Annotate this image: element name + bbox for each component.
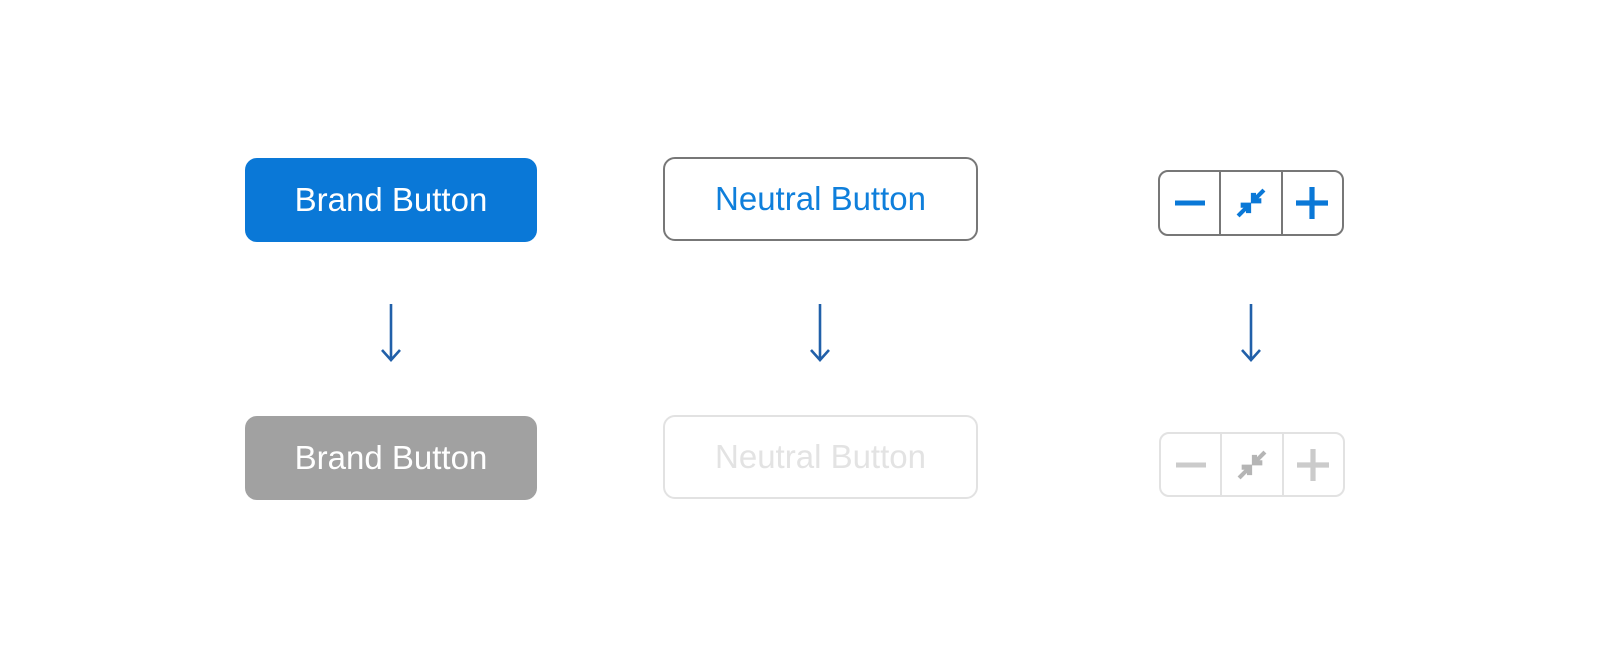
brand-button-disabled: Brand Button xyxy=(245,416,537,500)
down-arrow-icon xyxy=(1239,302,1263,364)
down-arrow-icon xyxy=(808,302,832,364)
down-arrow-icon xyxy=(379,302,403,364)
stepper-group-disabled xyxy=(1159,432,1345,497)
decrement-button[interactable] xyxy=(1160,172,1219,234)
contract-button-disabled xyxy=(1220,434,1284,495)
plus-icon xyxy=(1296,187,1329,219)
plus-icon xyxy=(1297,448,1330,481)
decrement-button-disabled xyxy=(1161,434,1220,495)
contract-button[interactable] xyxy=(1219,172,1283,234)
contract-arrows-icon xyxy=(1236,188,1266,218)
stepper-group xyxy=(1158,170,1344,236)
brand-button[interactable]: Brand Button xyxy=(245,158,537,242)
neutral-button[interactable]: Neutral Button xyxy=(663,157,978,241)
minus-icon xyxy=(1175,462,1206,467)
increment-button-disabled xyxy=(1284,434,1343,495)
neutral-button-disabled: Neutral Button xyxy=(663,415,978,499)
minus-icon xyxy=(1174,200,1205,206)
contract-arrows-icon xyxy=(1237,450,1267,479)
increment-button[interactable] xyxy=(1283,172,1342,234)
